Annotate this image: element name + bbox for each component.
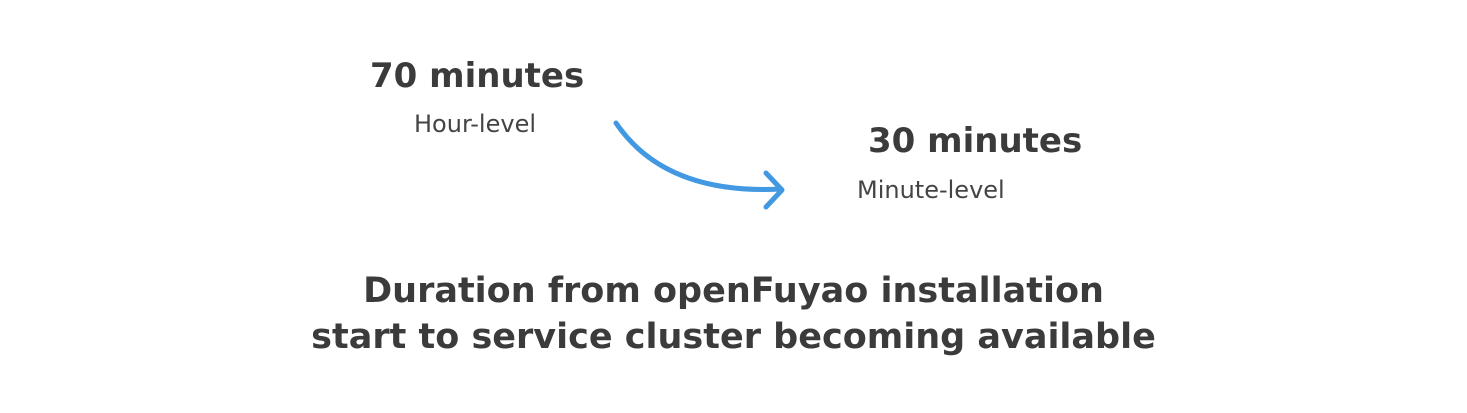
after-level-label: Minute-level [857, 176, 1005, 204]
before-duration: 70 minutes [370, 56, 585, 96]
caption-line-1: Duration from openFuyao installation [363, 271, 1104, 311]
caption-line-2: start to service cluster becoming availa… [311, 317, 1156, 357]
before-level-label: Hour-level [414, 110, 537, 138]
after-duration: 30 minutes [868, 121, 1083, 161]
